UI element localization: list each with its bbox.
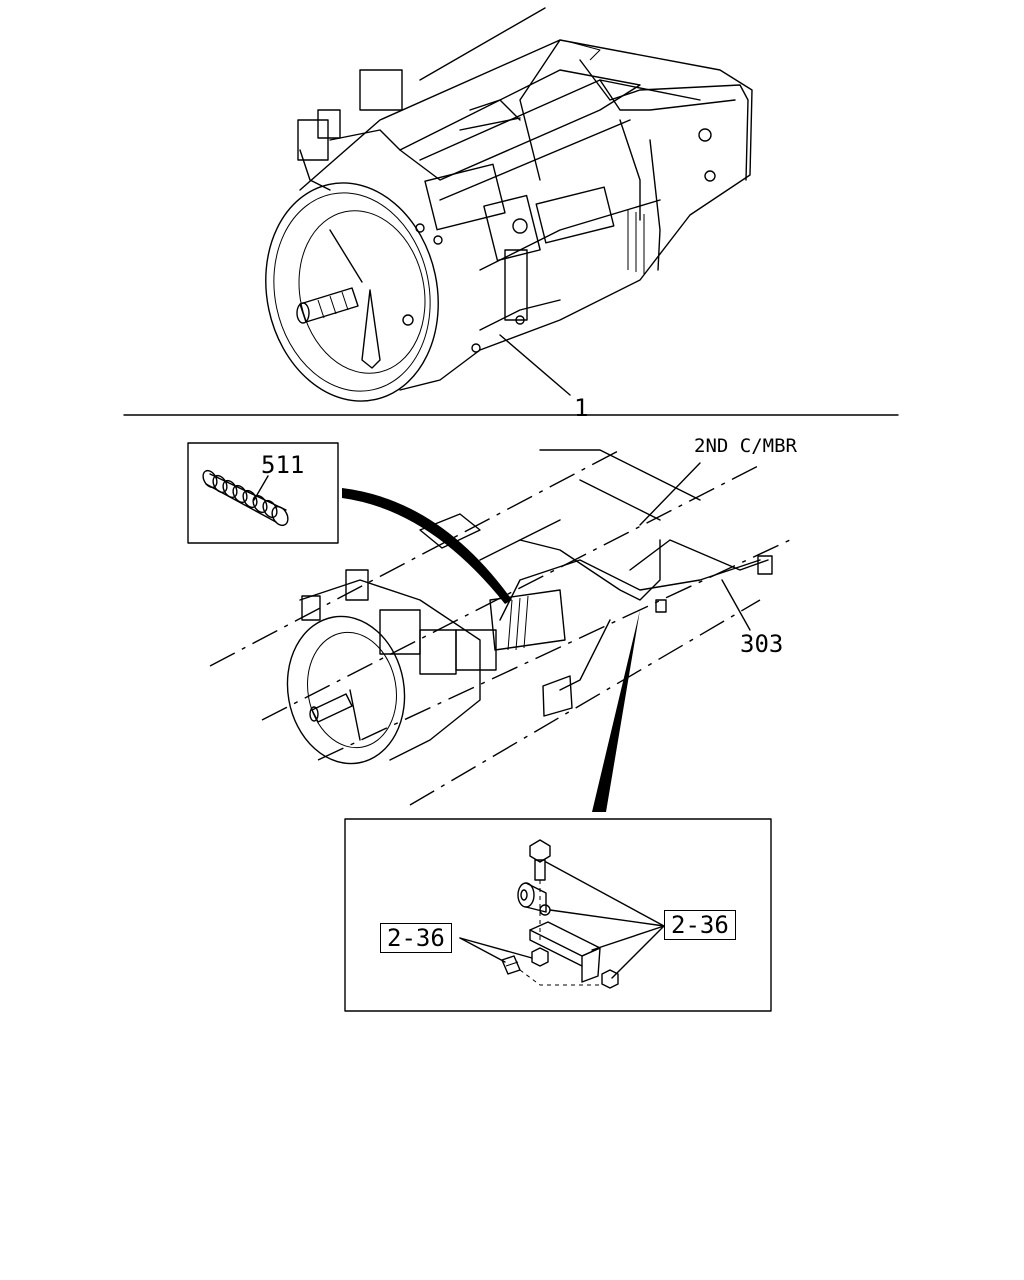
ref-box-right: 2-36 [664,910,736,940]
callout-part-511: 511 [261,451,305,479]
inset-511 [187,442,512,604]
clamp-icon [517,882,547,913]
nut-icon [601,969,619,989]
protector-spring-icon [202,469,289,527]
inset-bracket-detail [344,610,772,1012]
callout-member-note: 2ND C/MBR [694,435,797,457]
inset-bracket-frame [344,818,772,1012]
ref-box-left: 2-36 [380,923,452,953]
callout-part-303: 303 [740,630,784,658]
nut-icon [531,947,549,967]
washer-icon [539,904,551,916]
chassis-installation-view [209,449,791,806]
inset-511-frame [187,442,339,544]
transmission-assembly-top [265,7,753,402]
fitting-icon [501,955,521,975]
callout-part-1: 1 [574,394,589,422]
